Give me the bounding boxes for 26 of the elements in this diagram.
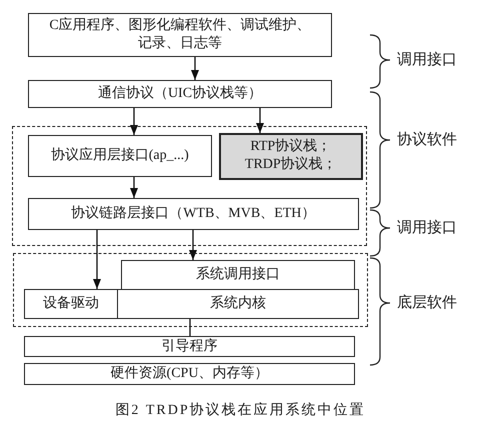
arrow — [256, 108, 264, 133]
layer-box: 协议应用层接口(ap_...) — [28, 134, 212, 177]
layer-box: 引导程序 — [24, 336, 355, 357]
stack-box — [218, 132, 363, 180]
dashed-group — [13, 253, 368, 327]
dashed-group — [12, 126, 367, 246]
layer-box: 设备驱动 — [24, 288, 118, 319]
brace-label: 调用接口 — [397, 218, 457, 238]
arrow — [189, 230, 197, 260]
layer-box: 协议链路层接口（WTB、MVB、ETH） — [28, 198, 359, 230]
brace-label: 协议软件 — [397, 130, 457, 150]
figure-caption: 图2 TRDP协议栈在应用系统中位置 — [114, 402, 367, 420]
arrow — [130, 177, 138, 198]
node-text: TRDP协议栈； — [244, 156, 337, 174]
brace-label: 调用接口 — [397, 50, 457, 70]
layer-box: 系统调用接口 — [120, 260, 355, 290]
arrow — [130, 108, 138, 135]
brace-label: 底层软件 — [397, 293, 457, 313]
layer-box: 系统内核 — [116, 288, 359, 319]
layer-box: C应用程序、图形化编程软件、调试维护、记录、日志等 — [28, 13, 332, 57]
connector-line — [189, 319, 191, 336]
arrow — [191, 57, 199, 80]
arrow — [93, 230, 101, 289]
node-text: RTP协议栈； — [250, 138, 332, 156]
layer-box: 通信协议（UIC协议栈等） — [28, 80, 332, 108]
layer-box: 硬件资源(CPU、内存等） — [24, 363, 355, 385]
